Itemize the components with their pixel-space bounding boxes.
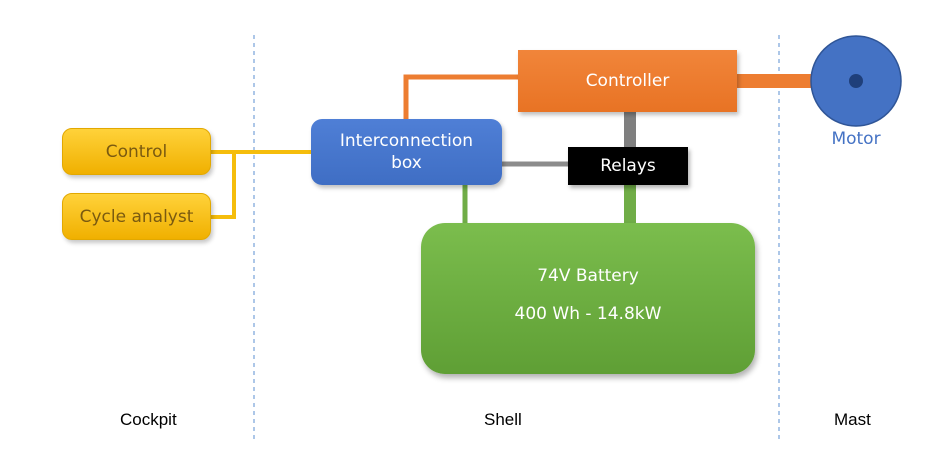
wire-interconnection-to-controller (403, 74, 518, 119)
cycle-analyst-block: Cycle analyst (62, 193, 211, 240)
control-label: Control (105, 141, 168, 162)
interconnection-label-line1: Interconnection (339, 131, 474, 151)
relays-label: Relays (600, 156, 656, 176)
motor-label: Motor (831, 129, 881, 149)
motor-hub (849, 74, 863, 88)
wire-cycle-analyst-to-interconnection (211, 152, 236, 219)
cycle-analyst-label: Cycle analyst (79, 206, 194, 227)
region-label-cockpit: Cockpit (120, 410, 177, 429)
region-label-shell: Shell (484, 410, 522, 429)
battery-voltage-label: 74V Battery (537, 265, 639, 286)
interconnection-box-block: Interconnection box (311, 119, 502, 185)
controller-label: Controller (585, 71, 670, 91)
relays-block: Relays (568, 147, 688, 185)
interconnection-label-line2: box (391, 153, 422, 173)
battery-block: 74V Battery 400 Wh - 14.8kW (421, 223, 755, 374)
region-label-mast: Mast (834, 410, 871, 429)
control-block: Control (62, 128, 211, 175)
controller-block: Controller (518, 50, 737, 112)
battery-capacity-label: 400 Wh - 14.8kW (514, 303, 662, 324)
